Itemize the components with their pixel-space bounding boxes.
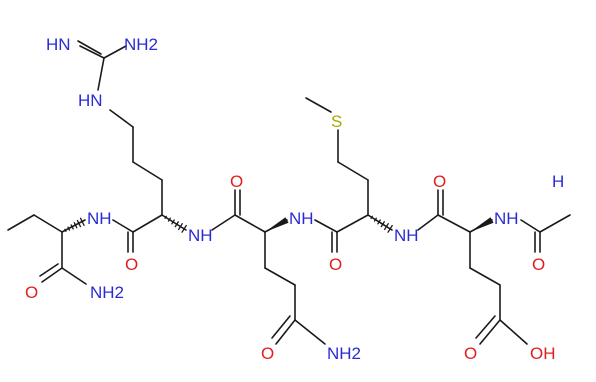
hash-stroke <box>181 224 187 233</box>
atom-label-gln-side-nh2: NH2 <box>327 344 361 363</box>
hash-stroke <box>167 217 171 222</box>
hash-stroke <box>79 217 85 227</box>
hash-stroke <box>373 217 377 222</box>
bond <box>336 214 369 233</box>
bond <box>499 319 528 345</box>
atom-label-acetyl-o: O <box>532 255 545 274</box>
bond <box>77 40 102 55</box>
bond <box>61 267 87 285</box>
hashed-stereo-bond <box>370 215 393 233</box>
atom-label-c-term-nh2: NH2 <box>90 283 124 302</box>
bond <box>109 109 134 128</box>
bond <box>479 319 501 345</box>
hash-stroke <box>76 219 82 228</box>
hash-stroke <box>64 228 67 232</box>
bond <box>7 214 35 231</box>
atom-label-stray-h: H <box>552 172 564 191</box>
bond <box>294 319 326 345</box>
bond <box>539 214 571 233</box>
wedge-stereo-bond <box>470 217 494 232</box>
hash-stroke <box>70 224 74 230</box>
bond <box>417 214 439 231</box>
atom-label-guanidine-nh: HN <box>46 35 71 54</box>
bond <box>234 214 266 233</box>
bond <box>305 97 332 113</box>
atom-label-sulfur: S <box>331 112 342 131</box>
hash-stroke <box>387 224 393 233</box>
hash-stroke <box>67 226 71 231</box>
bond <box>132 161 163 181</box>
atom-label-c-term-o: O <box>25 283 38 302</box>
atom-label-gln-met-o: O <box>329 255 342 274</box>
atom-label-glu-side-oh: OH <box>530 344 556 363</box>
hash-stroke <box>73 222 78 229</box>
atom-label-gln-nh: NH <box>289 209 314 228</box>
bond <box>520 219 541 233</box>
bond <box>437 214 471 233</box>
bond <box>475 315 496 339</box>
atom-label-abu-arg-o: O <box>125 255 138 274</box>
bond <box>132 214 163 233</box>
wedge-stereo-bond <box>265 217 289 232</box>
atom-label-abu-nh: NH <box>87 209 112 228</box>
hash-stroke <box>370 215 373 219</box>
hash-stroke <box>171 219 175 225</box>
hashed-stereo-bond <box>164 215 187 233</box>
bond <box>41 267 63 283</box>
bond <box>211 214 236 231</box>
bond <box>271 315 291 339</box>
atom-label-met-glu-o: O <box>433 172 446 191</box>
bond <box>39 263 59 277</box>
atom-label-arg-side-nh: HN <box>78 91 103 110</box>
hashed-stereo-bond <box>64 217 85 232</box>
bond <box>79 45 105 59</box>
hash-stroke <box>380 221 385 228</box>
bond <box>314 219 338 233</box>
atom-label-glu-nh: NH <box>494 209 519 228</box>
hash-stroke <box>384 223 389 231</box>
bond <box>337 161 369 181</box>
atom-label-met-nh: NH <box>394 226 419 245</box>
bond <box>264 267 296 286</box>
atom-label-arg-gln-o: O <box>230 172 243 191</box>
bond <box>97 57 105 91</box>
bond <box>469 267 501 286</box>
hash-stroke <box>377 219 381 225</box>
bond <box>112 219 134 233</box>
bond <box>33 214 63 233</box>
atom-label-arg-nh: NH <box>188 226 213 245</box>
atom-label-glu-side-o: O <box>464 344 477 363</box>
bond <box>103 45 127 59</box>
hash-stroke <box>178 223 183 231</box>
atom-labels: HN NH2 HN S H NH NH NH NH NH O O O O O O… <box>25 35 564 363</box>
hash-stroke <box>164 215 167 219</box>
bond <box>275 319 296 345</box>
atom-label-guanidine-nh2: NH2 <box>124 35 158 54</box>
hash-stroke <box>174 221 179 228</box>
atom-label-gln-side-o: O <box>261 344 274 363</box>
